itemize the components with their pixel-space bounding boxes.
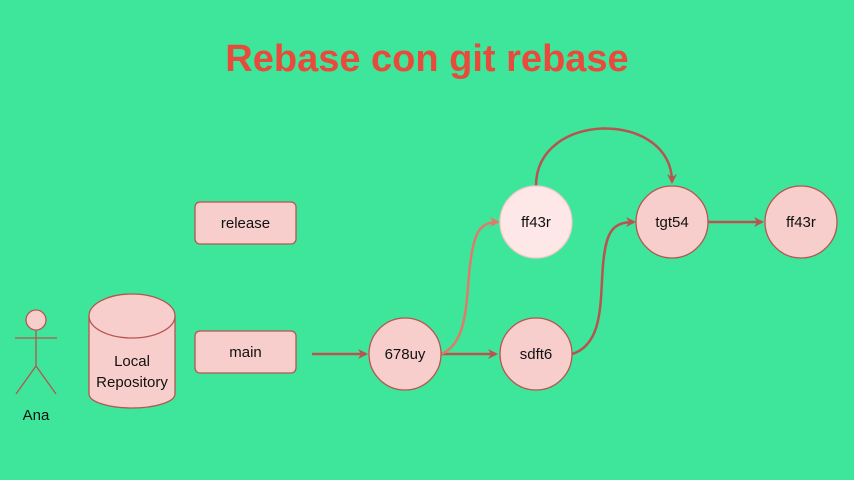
actor-icon [15,309,57,395]
actor-label: Ana [23,407,50,424]
diagram-title: Rebase con git rebase [225,38,629,80]
commit-node-ff43r-release [499,185,573,259]
branch-main-box [194,330,297,374]
commit-label-tgt54: tgt54 [655,214,688,231]
commit-node-ff43r-rebased [764,185,838,259]
commit-label-678uy: 678uy [385,346,426,363]
branch-main-label: main [229,344,262,361]
commit-node-678uy [368,317,442,391]
edge-678uy-to-ff43r [440,217,500,356]
commit-node-tgt54 [635,185,709,259]
repository-cylinder [88,293,176,409]
commit-node-sdft6 [499,317,573,391]
branch-release-label: release [221,215,270,232]
branch-release-box [194,201,297,245]
commit-label-ff43r-release: ff43r [521,214,551,231]
commit-label-ff43r-rebased: ff43r [786,214,816,231]
commit-label-sdft6: sdft6 [520,346,553,363]
repository-label-line1: Local [114,353,150,370]
edge-ff43r-to-tgt54 [534,127,677,187]
edge-sdft6-to-tgt54 [571,217,636,356]
repository-label-line2: Repository [96,374,168,391]
